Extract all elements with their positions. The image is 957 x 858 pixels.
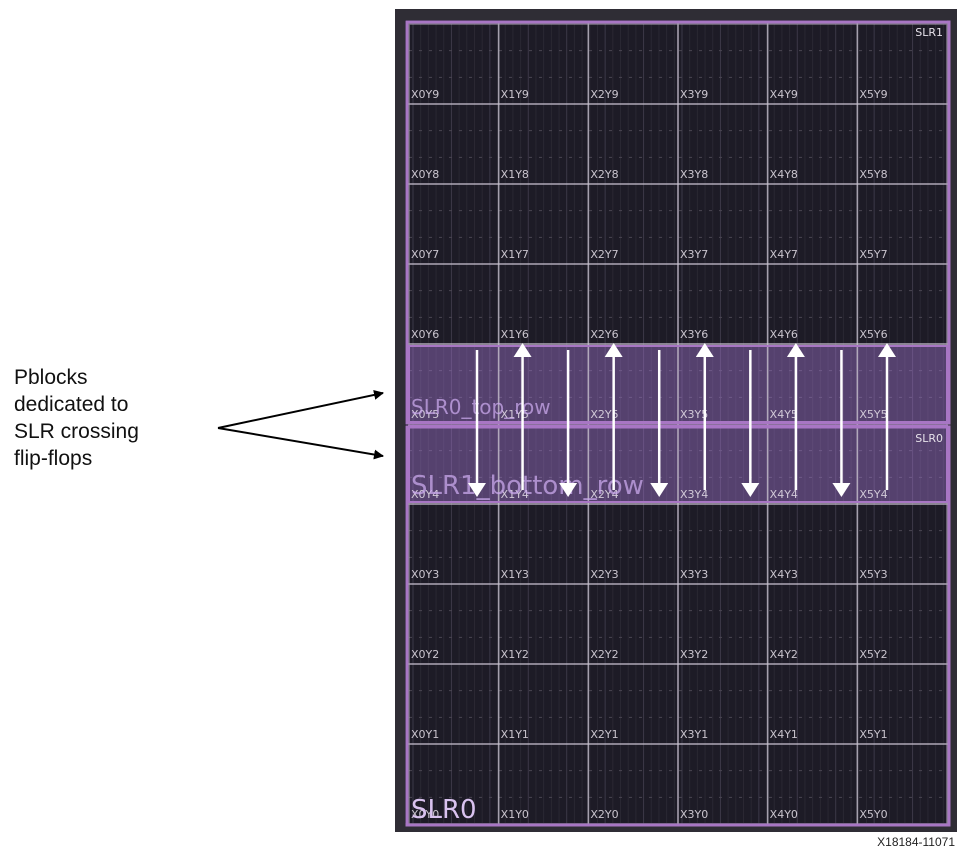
clock-region-label: X3Y5 bbox=[680, 408, 708, 421]
clock-region-label: X3Y9 bbox=[680, 88, 708, 101]
pblock-name-label: SLR1_bottom_row bbox=[411, 471, 644, 501]
pblock-annotation: Pblocks dedicated to SLR crossing flip-f… bbox=[14, 364, 214, 472]
clock-region-label: X2Y2 bbox=[590, 648, 618, 661]
clock-region-label: X5Y1 bbox=[859, 728, 887, 741]
annotation-line-1: Pblocks bbox=[14, 366, 88, 389]
clock-region-label: X3Y8 bbox=[680, 168, 708, 181]
clock-region-label: X5Y9 bbox=[859, 88, 887, 101]
clock-region-label: X2Y5 bbox=[590, 408, 618, 421]
clock-region-label: X0Y2 bbox=[411, 648, 439, 661]
clock-region-label: X5Y8 bbox=[859, 168, 887, 181]
annotation-line-3: SLR crossing bbox=[14, 420, 139, 443]
clock-region-label: X5Y6 bbox=[859, 328, 887, 341]
clock-region-label: X0Y0 bbox=[411, 808, 439, 821]
clock-region-label: X4Y7 bbox=[770, 248, 798, 261]
clock-region-label: X3Y2 bbox=[680, 648, 708, 661]
clock-region-label: X1Y3 bbox=[501, 568, 529, 581]
clock-region-label: X0Y1 bbox=[411, 728, 439, 741]
pblock-outline bbox=[408, 425, 948, 503]
clock-region-label: X4Y9 bbox=[770, 88, 798, 101]
clock-region-label: X4Y4 bbox=[770, 488, 798, 501]
clock-region-label: X4Y2 bbox=[770, 648, 798, 661]
clock-region-label: X5Y4 bbox=[859, 488, 887, 501]
clock-region-label: X1Y9 bbox=[501, 88, 529, 101]
slr0-label: SLR0 bbox=[915, 432, 943, 445]
clock-region-label: X0Y4 bbox=[411, 488, 439, 501]
clock-region-label: X1Y8 bbox=[501, 168, 529, 181]
clock-region-label: X0Y5 bbox=[411, 408, 439, 421]
clock-region-label: X1Y4 bbox=[501, 488, 529, 501]
clock-region-label: X3Y6 bbox=[680, 328, 708, 341]
clock-region-label: X4Y5 bbox=[770, 408, 798, 421]
pblock-name-label: SLR0_top_row bbox=[411, 395, 551, 419]
clock-region-label: X5Y5 bbox=[859, 408, 887, 421]
clock-region-label: X5Y3 bbox=[859, 568, 887, 581]
clock-region-label: X3Y0 bbox=[680, 808, 708, 821]
annotation-line-2: dedicated to bbox=[14, 393, 129, 416]
clock-region-label: X3Y3 bbox=[680, 568, 708, 581]
clock-region-label: X2Y1 bbox=[590, 728, 618, 741]
pointer-to-slr1-pblock bbox=[217, 389, 384, 429]
clock-region-label: X1Y6 bbox=[501, 328, 529, 341]
clock-region-label: X0Y3 bbox=[411, 568, 439, 581]
clock-region-label: X2Y3 bbox=[590, 568, 618, 581]
clock-region-label: X0Y6 bbox=[411, 328, 439, 341]
figure-id: X18184-11071 bbox=[877, 835, 955, 849]
clock-region-label: X4Y1 bbox=[770, 728, 798, 741]
slr1-label: SLR1 bbox=[915, 26, 943, 39]
clock-region-label: X4Y0 bbox=[770, 808, 798, 821]
clock-region-label: X1Y1 bbox=[501, 728, 529, 741]
clock-region-label: X4Y6 bbox=[770, 328, 798, 341]
slr0-large-label: SLR0 bbox=[411, 795, 477, 825]
pointer-to-slr0-pblock bbox=[217, 427, 384, 460]
clock-region-label: X5Y2 bbox=[859, 648, 887, 661]
clock-region-label: X0Y7 bbox=[411, 248, 439, 261]
clock-region-label: X3Y7 bbox=[680, 248, 708, 261]
clock-region-label: X4Y8 bbox=[770, 168, 798, 181]
clock-region-label: X2Y6 bbox=[590, 328, 618, 341]
clock-region-label: X2Y0 bbox=[590, 808, 618, 821]
annotation-line-4: flip-flops bbox=[14, 447, 93, 470]
clock-region-label: X1Y2 bbox=[501, 648, 529, 661]
clock-region-label: X2Y4 bbox=[590, 488, 618, 501]
clock-region-label: X0Y8 bbox=[411, 168, 439, 181]
clock-region-label: X3Y1 bbox=[680, 728, 708, 741]
clock-region-label: X3Y4 bbox=[680, 488, 708, 501]
clock-region-label: X2Y8 bbox=[590, 168, 618, 181]
clock-region-label: X5Y7 bbox=[859, 248, 887, 261]
clock-region-label: X0Y9 bbox=[411, 88, 439, 101]
clock-region-label: X2Y9 bbox=[590, 88, 618, 101]
clock-region-label: X2Y7 bbox=[590, 248, 618, 261]
clock-region-label: X1Y0 bbox=[501, 808, 529, 821]
pblock-outline bbox=[408, 345, 948, 423]
clock-region-label: X1Y7 bbox=[501, 248, 529, 261]
clock-region-label: X5Y0 bbox=[859, 808, 887, 821]
clock-region-label: X4Y3 bbox=[770, 568, 798, 581]
